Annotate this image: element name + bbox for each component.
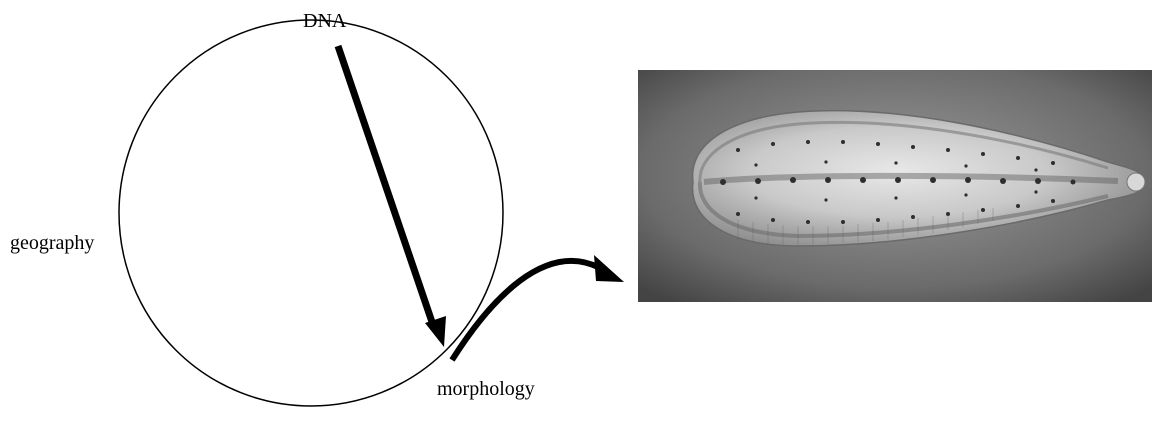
- label-dna: DNA: [303, 11, 346, 31]
- flatworm-illustration: [638, 70, 1152, 302]
- label-geography: geography: [10, 233, 94, 253]
- dna-to-morphology-arrow-shaft: [338, 46, 432, 322]
- specimen-photo: [638, 70, 1152, 302]
- morphology-to-photo-arrow-curve: [452, 261, 600, 360]
- morphology-to-photo-arrowhead: [594, 255, 624, 282]
- label-morphology: morphology: [437, 379, 535, 399]
- cycle-circle: [119, 20, 503, 406]
